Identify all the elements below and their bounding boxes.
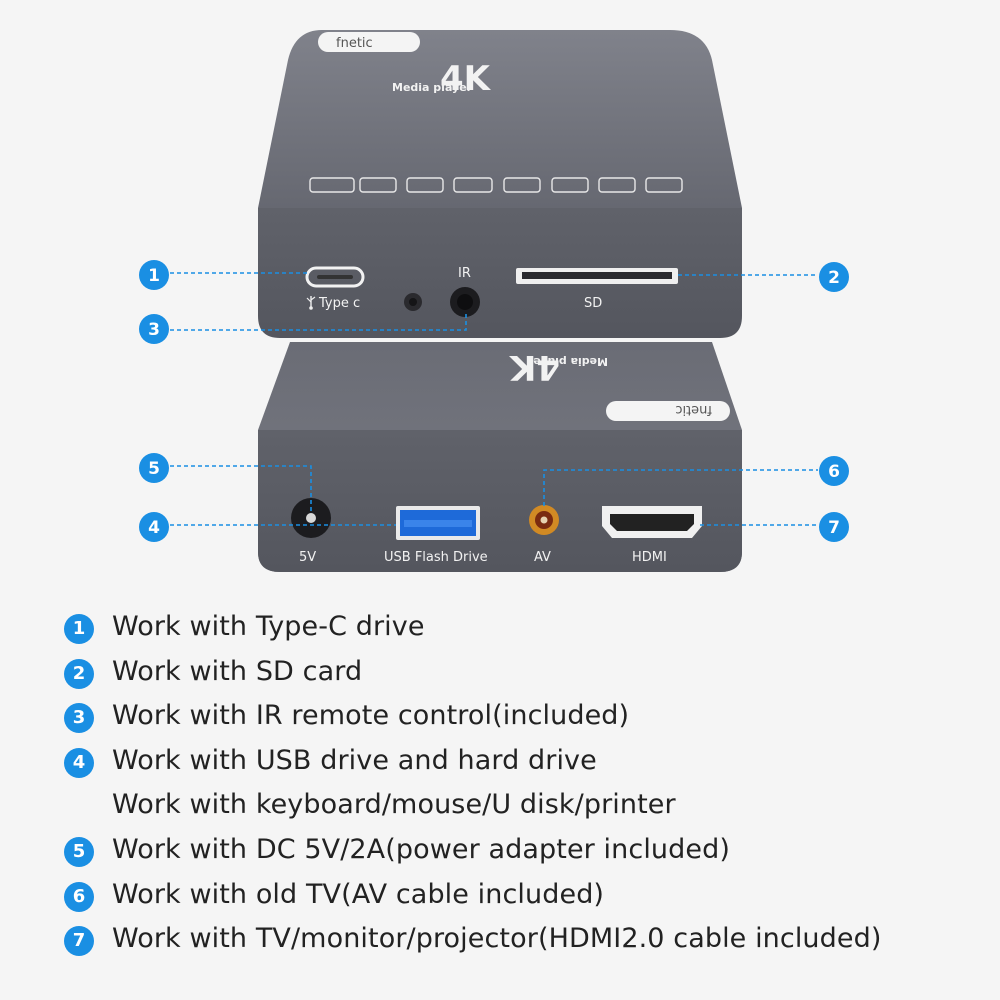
callout-1: 1 xyxy=(139,260,169,290)
feature-item: 5 Work with DC 5V/2A(power adapter inclu… xyxy=(64,831,984,876)
sd-label: SD xyxy=(584,296,602,311)
svg-text:6: 6 xyxy=(828,462,840,482)
logo-media-player: Media player xyxy=(392,81,473,94)
feature-text: Work with Type-C drive xyxy=(112,611,425,642)
svg-text:3: 3 xyxy=(148,320,160,340)
feature-number-badge: 6 xyxy=(64,881,94,912)
feature-number-badge: 5 xyxy=(64,836,94,867)
prev-icon-button xyxy=(406,177,444,193)
feature-text: Work with IR remote control(included) xyxy=(112,700,630,732)
feature-text: Work with DC 5V/2A(power adapter include… xyxy=(112,833,730,865)
feature-item-continuation: Work with keyboard/mouse/U disk/printer xyxy=(64,786,984,831)
feature-item: 4 Work with USB drive and hard drive xyxy=(64,742,984,787)
usb-icon xyxy=(306,296,316,310)
svg-text:5: 5 xyxy=(148,459,160,479)
button-row xyxy=(309,177,683,193)
feature-item: 6 Work with old TV(AV cable included) xyxy=(64,876,984,921)
feature-text: Work with old TV(AV cable included) xyxy=(112,878,605,910)
callout-7: 7 xyxy=(819,512,849,542)
callout-6: 6 xyxy=(819,456,849,486)
feature-number-badge: 4 xyxy=(64,747,94,778)
typec-port xyxy=(305,266,365,288)
svg-text:2: 2 xyxy=(828,268,840,288)
feature-number-badge: 3 xyxy=(64,703,94,734)
callout-5: 5 xyxy=(139,453,169,483)
feature-item: 7 Work with TV/monitor/projector(HDMI2.0… xyxy=(64,920,984,965)
power-icon-button xyxy=(309,177,355,193)
feature-number-badge: 1 xyxy=(64,614,94,644)
feature-text: Work with TV/monitor/projector(HDMI2.0 c… xyxy=(112,923,882,955)
logo-4k: 4K xyxy=(440,59,492,99)
volume-down-icon-button xyxy=(598,177,636,193)
bottom-unit: 4K Media player fnetic 5V USB Flash Driv… xyxy=(258,342,742,572)
callout-2: 2 xyxy=(819,262,849,292)
usb-label: USB Flash Drive xyxy=(384,550,488,565)
feature-item: 3 Work with IR remote control(included) xyxy=(64,697,984,742)
svg-text:7: 7 xyxy=(828,518,840,538)
top-unit-front-face xyxy=(258,208,742,338)
svg-text:1: 1 xyxy=(148,266,160,286)
hdmi-label: HDMI xyxy=(632,550,667,565)
feature-item: 1 Work with Type-C drive xyxy=(64,608,984,653)
feature-item: 2 Work with SD card xyxy=(64,653,984,698)
product-illustration: fnetic 4K Media player xyxy=(139,30,849,572)
typec-port-tongue xyxy=(317,275,353,279)
callout-4: 4 xyxy=(139,512,169,542)
mirrored-brand-label: fnetic xyxy=(606,401,730,421)
svg-text:4: 4 xyxy=(148,518,160,538)
typec-label: Type c xyxy=(318,296,360,311)
feature-text: Work with USB drive and hard drive xyxy=(112,744,597,776)
ok-icon-button xyxy=(453,177,493,193)
feature-list: 1 Work with Type-C drive 2 Work with SD … xyxy=(64,608,984,965)
brand-label xyxy=(318,32,420,52)
logo-4k-mirrored: 4K xyxy=(508,347,560,387)
brand-text-mirrored: fnetic xyxy=(675,402,712,417)
brand-text: fnetic xyxy=(336,36,373,51)
top-unit-lid xyxy=(258,30,742,208)
logo-media-player-mirrored: Media player xyxy=(527,355,608,368)
callout-3: 3 xyxy=(139,314,169,344)
feature-number-badge: 2 xyxy=(64,658,94,689)
volume-up-icon-button xyxy=(645,177,683,193)
ir-label: IR xyxy=(458,266,471,281)
bottom-unit-front-face xyxy=(258,430,742,572)
mirrored-logo: 4K Media player xyxy=(508,347,608,387)
callout-lines xyxy=(170,272,818,526)
feature-text: Work with keyboard/mouse/U disk/printer xyxy=(112,789,676,821)
av-label: AV xyxy=(534,550,551,565)
power-label: 5V xyxy=(299,550,316,565)
back-icon-button xyxy=(359,177,397,193)
callout-badges: 1 2 3 4 5 6 7 xyxy=(139,260,849,542)
feature-number-badge: 7 xyxy=(64,926,94,957)
top-unit: fnetic 4K Media player xyxy=(258,30,742,338)
feature-text: Work with SD card xyxy=(112,655,363,687)
next-icon-button xyxy=(551,177,589,193)
play-icon-button xyxy=(503,177,541,193)
